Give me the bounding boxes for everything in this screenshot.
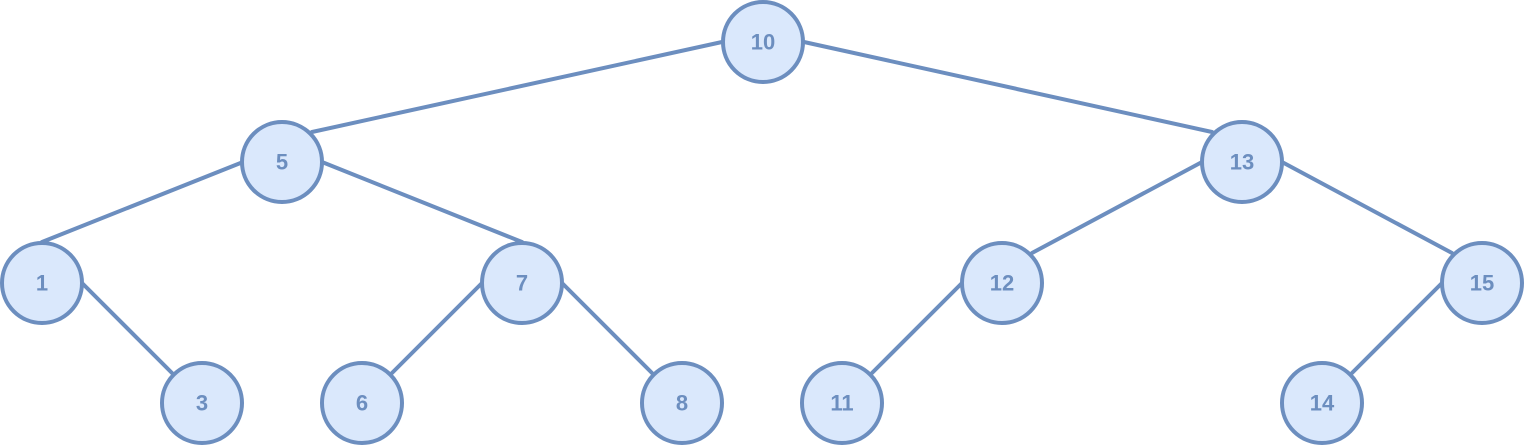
node-circle	[1200, 120, 1284, 204]
tree-node: 13	[1200, 120, 1284, 204]
node-label: 7	[516, 271, 528, 296]
edge-10-13	[802, 40, 1214, 134]
node-circle	[160, 361, 244, 445]
node-label: 13	[1230, 150, 1254, 175]
edge-12-11	[870, 281, 964, 375]
node-circle	[1440, 241, 1524, 325]
node-label: 11	[830, 391, 853, 416]
node-label: 3	[196, 391, 208, 416]
edge-7-8	[560, 281, 654, 375]
edge-13-12	[1030, 160, 1204, 255]
edge-7-6	[390, 281, 484, 375]
node-circle	[480, 241, 564, 325]
node-circle	[1280, 361, 1364, 445]
tree-node: 14	[1280, 361, 1364, 445]
edge-5-1	[40, 160, 245, 244]
node-label: 1	[36, 271, 48, 296]
node-circle	[240, 120, 324, 204]
node-label: 15	[1470, 271, 1494, 296]
node-circle	[800, 361, 884, 445]
node-label: 12	[990, 271, 1014, 296]
edge-10-5	[310, 40, 724, 134]
edge-15-14	[1350, 281, 1444, 375]
node-label: 6	[356, 391, 368, 416]
tree-node: 11	[800, 361, 884, 445]
tree-node: 15	[1440, 241, 1524, 325]
node-circle	[320, 361, 404, 445]
tree-node: 10	[721, 0, 805, 84]
node-circle	[640, 361, 724, 445]
tree-node: 3	[160, 361, 244, 445]
edges-layer	[40, 40, 1454, 375]
tree-node: 5	[240, 120, 324, 204]
node-label: 10	[751, 30, 775, 55]
edge-5-7	[320, 160, 524, 244]
node-label: 5	[276, 150, 288, 175]
node-circle	[721, 0, 805, 84]
tree-node: 8	[640, 361, 724, 445]
tree-node: 12	[960, 241, 1044, 325]
tree-node: 6	[320, 361, 404, 445]
tree-node: 1	[0, 241, 84, 325]
node-label: 14	[1310, 391, 1335, 416]
edge-1-3	[80, 281, 174, 375]
node-circle	[0, 241, 84, 325]
edge-13-15	[1280, 160, 1454, 255]
tree-node: 7	[480, 241, 564, 325]
node-label: 8	[676, 391, 688, 416]
node-circle	[960, 241, 1044, 325]
